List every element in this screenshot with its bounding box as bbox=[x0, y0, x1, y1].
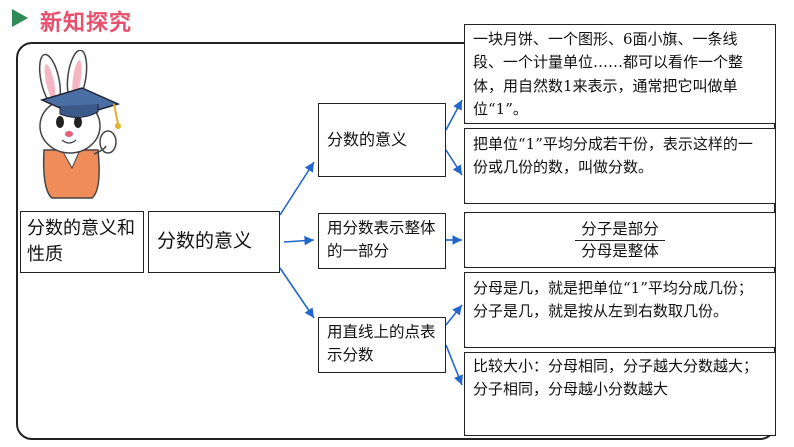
arrow-branch3-to-note4 bbox=[445, 304, 463, 326]
branch-part-of-whole-label: 用分数表示整体的一部分 bbox=[327, 219, 436, 261]
note-numerator-denominator: 分子是部分 分母是整体 bbox=[464, 212, 776, 268]
branch-number-line: 用直线上的点表示分数 bbox=[318, 317, 446, 373]
branch-number-line-label: 用直线上的点表示分数 bbox=[327, 323, 436, 365]
mid-node: 分数的意义 bbox=[148, 211, 280, 273]
note-number-line-meaning-text: 分母是几，就是把单位“1”平均分成几份；分子是几，就是按从左到右数取几份。 bbox=[473, 279, 753, 321]
branch-meaning-label: 分数的意义 bbox=[327, 129, 408, 149]
arrow-branch3-to-note5 bbox=[445, 344, 463, 386]
note-fraction-definition: 把单位“1”平均分成若干份，表示这样的一份或几份的数，叫做分数。 bbox=[464, 128, 776, 204]
note-fraction-definition-text: 把单位“1”平均分成若干份，表示这样的一份或几份的数，叫做分数。 bbox=[473, 135, 753, 177]
root-node: 分数的意义和性质 bbox=[20, 211, 144, 273]
note-unit-one-text: 一块月饼、一个图形、6面小旗、一条线段、一个计量单位……都可以看作一个整体，用自… bbox=[473, 30, 744, 118]
arrow-mid-to-branch3 bbox=[279, 267, 315, 319]
header-arrow-icon bbox=[12, 9, 28, 27]
root-node-label: 分数的意义和性质 bbox=[27, 218, 135, 266]
arrow-mid-to-branch1 bbox=[279, 161, 315, 216]
note-number-line-meaning: 分母是几，就是把单位“1”平均分成几份；分子是几，就是按从左到右数取几份。 bbox=[464, 272, 776, 348]
mid-node-label: 分数的意义 bbox=[157, 230, 253, 253]
note-compare-size: 比较大小：分母相同，分子越大分数越大；分子相同，分母越小分数越大 bbox=[464, 352, 776, 436]
branch-meaning: 分数的意义 bbox=[318, 103, 446, 177]
denominator-label: 分母是整体 bbox=[581, 241, 659, 260]
branch-part-of-whole: 用分数表示整体的一部分 bbox=[318, 213, 446, 269]
arrow-branch1-to-note2 bbox=[445, 149, 463, 176]
arrow-branch1-to-note1 bbox=[445, 99, 463, 131]
section-title: 新知探究 bbox=[40, 11, 133, 36]
note-compare-size-text: 比较大小：分母相同，分子越大分数越大；分子相同，分母越小分数越大 bbox=[473, 357, 759, 399]
arrow-mid-to-branch2 bbox=[283, 235, 315, 246]
bunny-mascot-icon bbox=[38, 50, 121, 199]
note-unit-one: 一块月饼、一个图形、6面小旗、一条线段、一个计量单位……都可以看作一个整体，用自… bbox=[464, 24, 776, 124]
numerator-label: 分子是部分 bbox=[575, 219, 665, 241]
